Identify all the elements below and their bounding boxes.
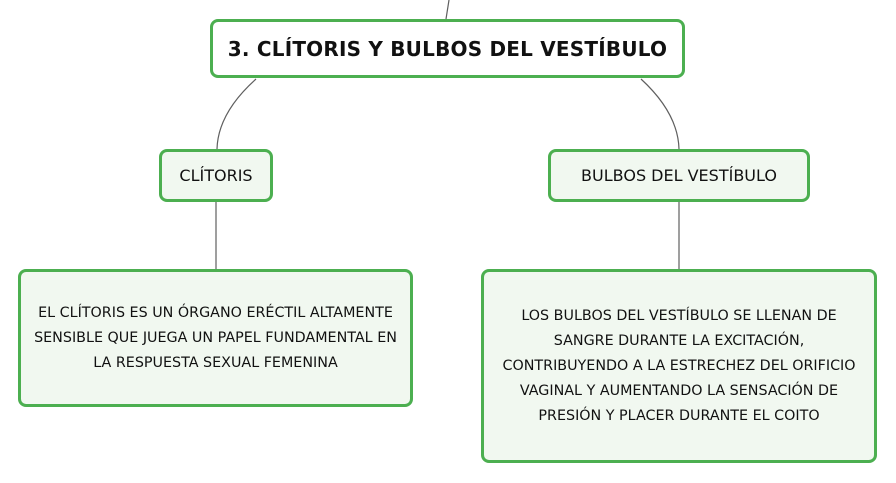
clitoris-description-node[interactable]: EL CLÍTORIS ES UN ÓRGANO ERÉCTIL ALTAMEN… xyxy=(18,269,413,407)
bulbos-description-text: LOS BULBOS DEL VESTÍBULO SE LLENAN DE SA… xyxy=(502,307,856,424)
connector-root-to-bulbos xyxy=(640,78,680,150)
clitoris-topic-label: CLÍTORIS xyxy=(179,166,253,185)
bulbos-topic-label: BULBOS DEL VESTÍBULO xyxy=(581,166,777,185)
connector-incoming xyxy=(445,0,450,20)
bulbos-topic-node[interactable]: BULBOS DEL VESTÍBULO xyxy=(548,149,810,202)
root-topic-node[interactable]: 3. CLÍTORIS Y BULBOS DEL VESTÍBULO xyxy=(210,19,685,78)
clitoris-description-text: EL CLÍTORIS ES UN ÓRGANO ERÉCTIL ALTAMEN… xyxy=(34,304,397,371)
connector-root-to-clitoris xyxy=(216,78,257,150)
bulbos-description-node[interactable]: LOS BULBOS DEL VESTÍBULO SE LLENAN DE SA… xyxy=(481,269,877,463)
root-topic-label: 3. CLÍTORIS Y BULBOS DEL VESTÍBULO xyxy=(227,36,668,61)
clitoris-topic-node[interactable]: CLÍTORIS xyxy=(159,149,273,202)
